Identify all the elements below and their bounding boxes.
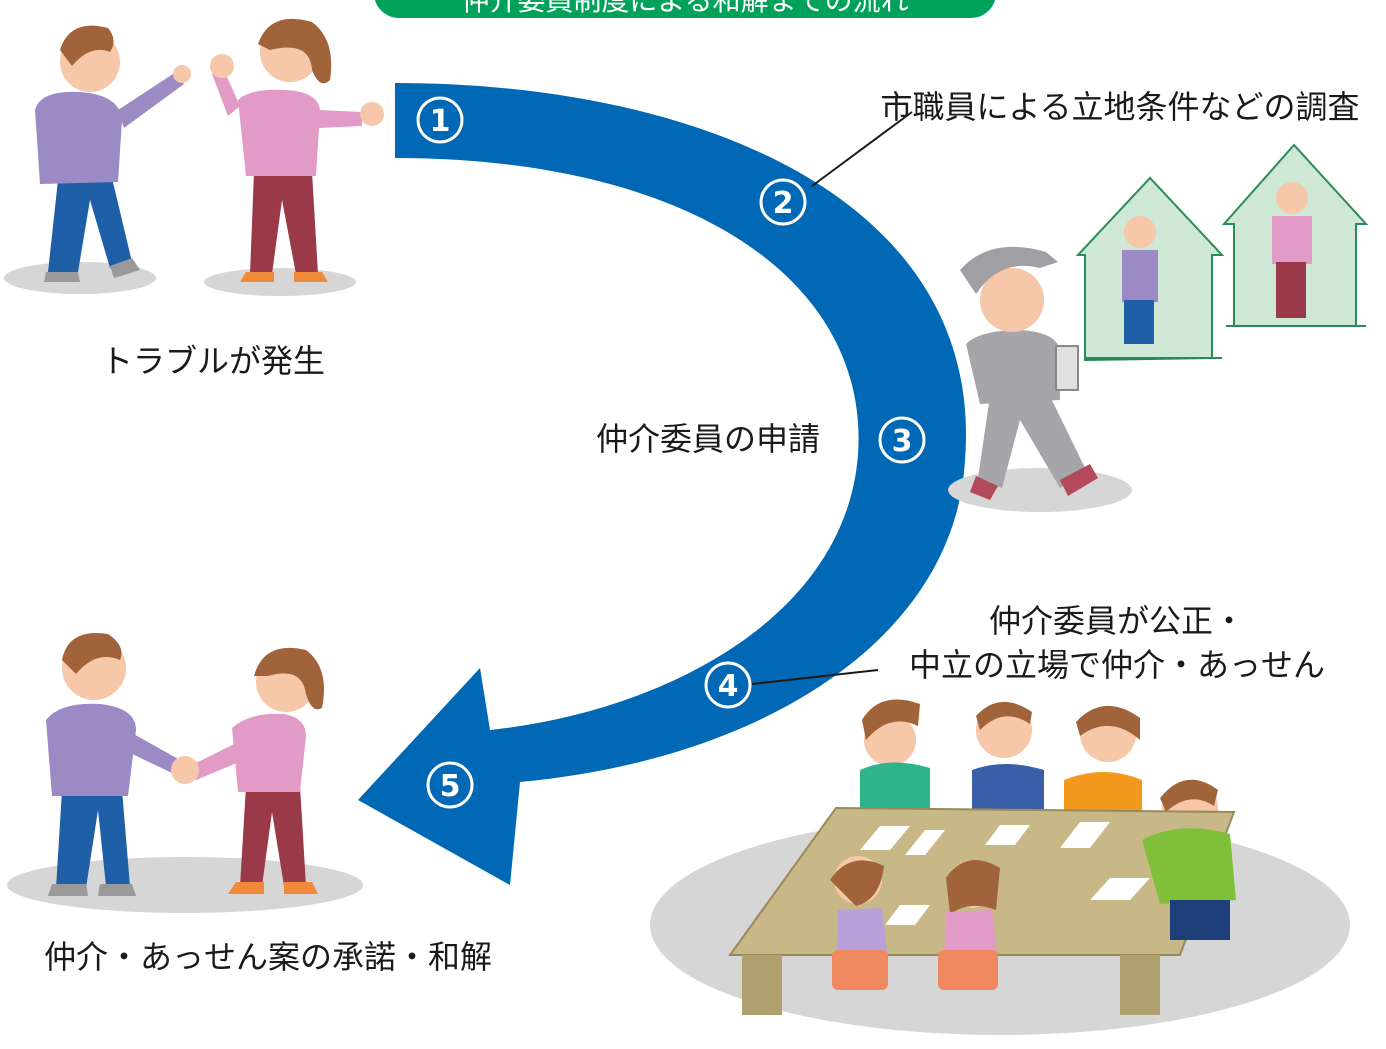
label-trouble: トラブルが発生 <box>101 342 325 380</box>
step-4: 4 <box>704 661 752 709</box>
man-arguing <box>35 25 191 282</box>
handshake-people-illustration <box>7 633 363 913</box>
meeting-table-illustration <box>650 699 1350 1035</box>
label-mediate-line2: 中立の立場で仲介・あっせん <box>909 646 1325 684</box>
step-3: 3 <box>878 416 926 464</box>
title-banner: 仲介委員制度による和解までの流れ <box>375 0 995 18</box>
arguing-people-illustration <box>4 18 384 296</box>
step-1: 1 <box>416 96 464 144</box>
label-settle: 仲介・あっせん案の承諾・和解 <box>44 938 492 976</box>
flow-arrow <box>358 83 966 885</box>
step-4-number: 4 <box>718 669 739 704</box>
mediate-leader-line <box>751 669 879 685</box>
survey-leader-line <box>811 111 913 187</box>
step-5: 5 <box>426 761 474 809</box>
title-banner-text: 仲介委員制度による和解までの流れ <box>461 0 908 17</box>
step-2-number: 2 <box>773 186 794 221</box>
woman-arguing <box>210 18 384 282</box>
label-mediate-line1: 仲介委員が公正・ <box>989 602 1245 640</box>
house-outline-icon <box>1075 176 1225 362</box>
label-survey: 市職員による立地条件などの調査 <box>880 88 1359 126</box>
step-5-number: 5 <box>440 769 461 804</box>
step-1-number: 1 <box>430 104 451 139</box>
surveyor-walking-illustration <box>948 246 1132 512</box>
house-outline-icon <box>1221 143 1369 327</box>
step-3-number: 3 <box>892 424 913 459</box>
step-2: 2 <box>759 178 807 226</box>
label-apply: 仲介委員の申請 <box>596 420 820 458</box>
